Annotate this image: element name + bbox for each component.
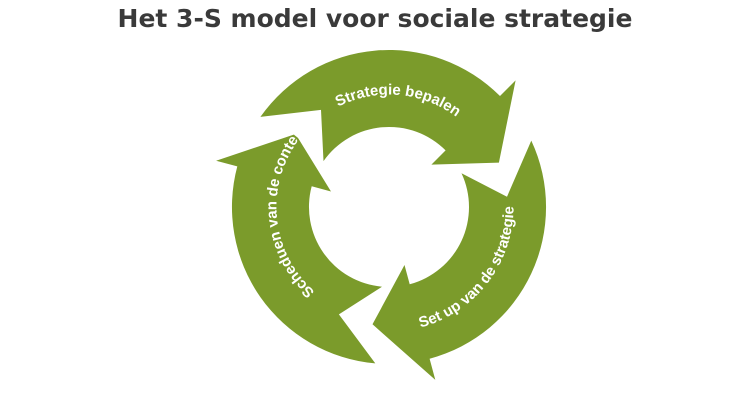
arrow-set-up-van-de-strategie — [372, 140, 547, 380]
diagram-title: Het 3-S model voor sociale strategie — [117, 4, 633, 33]
arrow-strategie-bepalen — [260, 50, 516, 165]
arrow-scheduen-van-de-content — [216, 134, 382, 364]
